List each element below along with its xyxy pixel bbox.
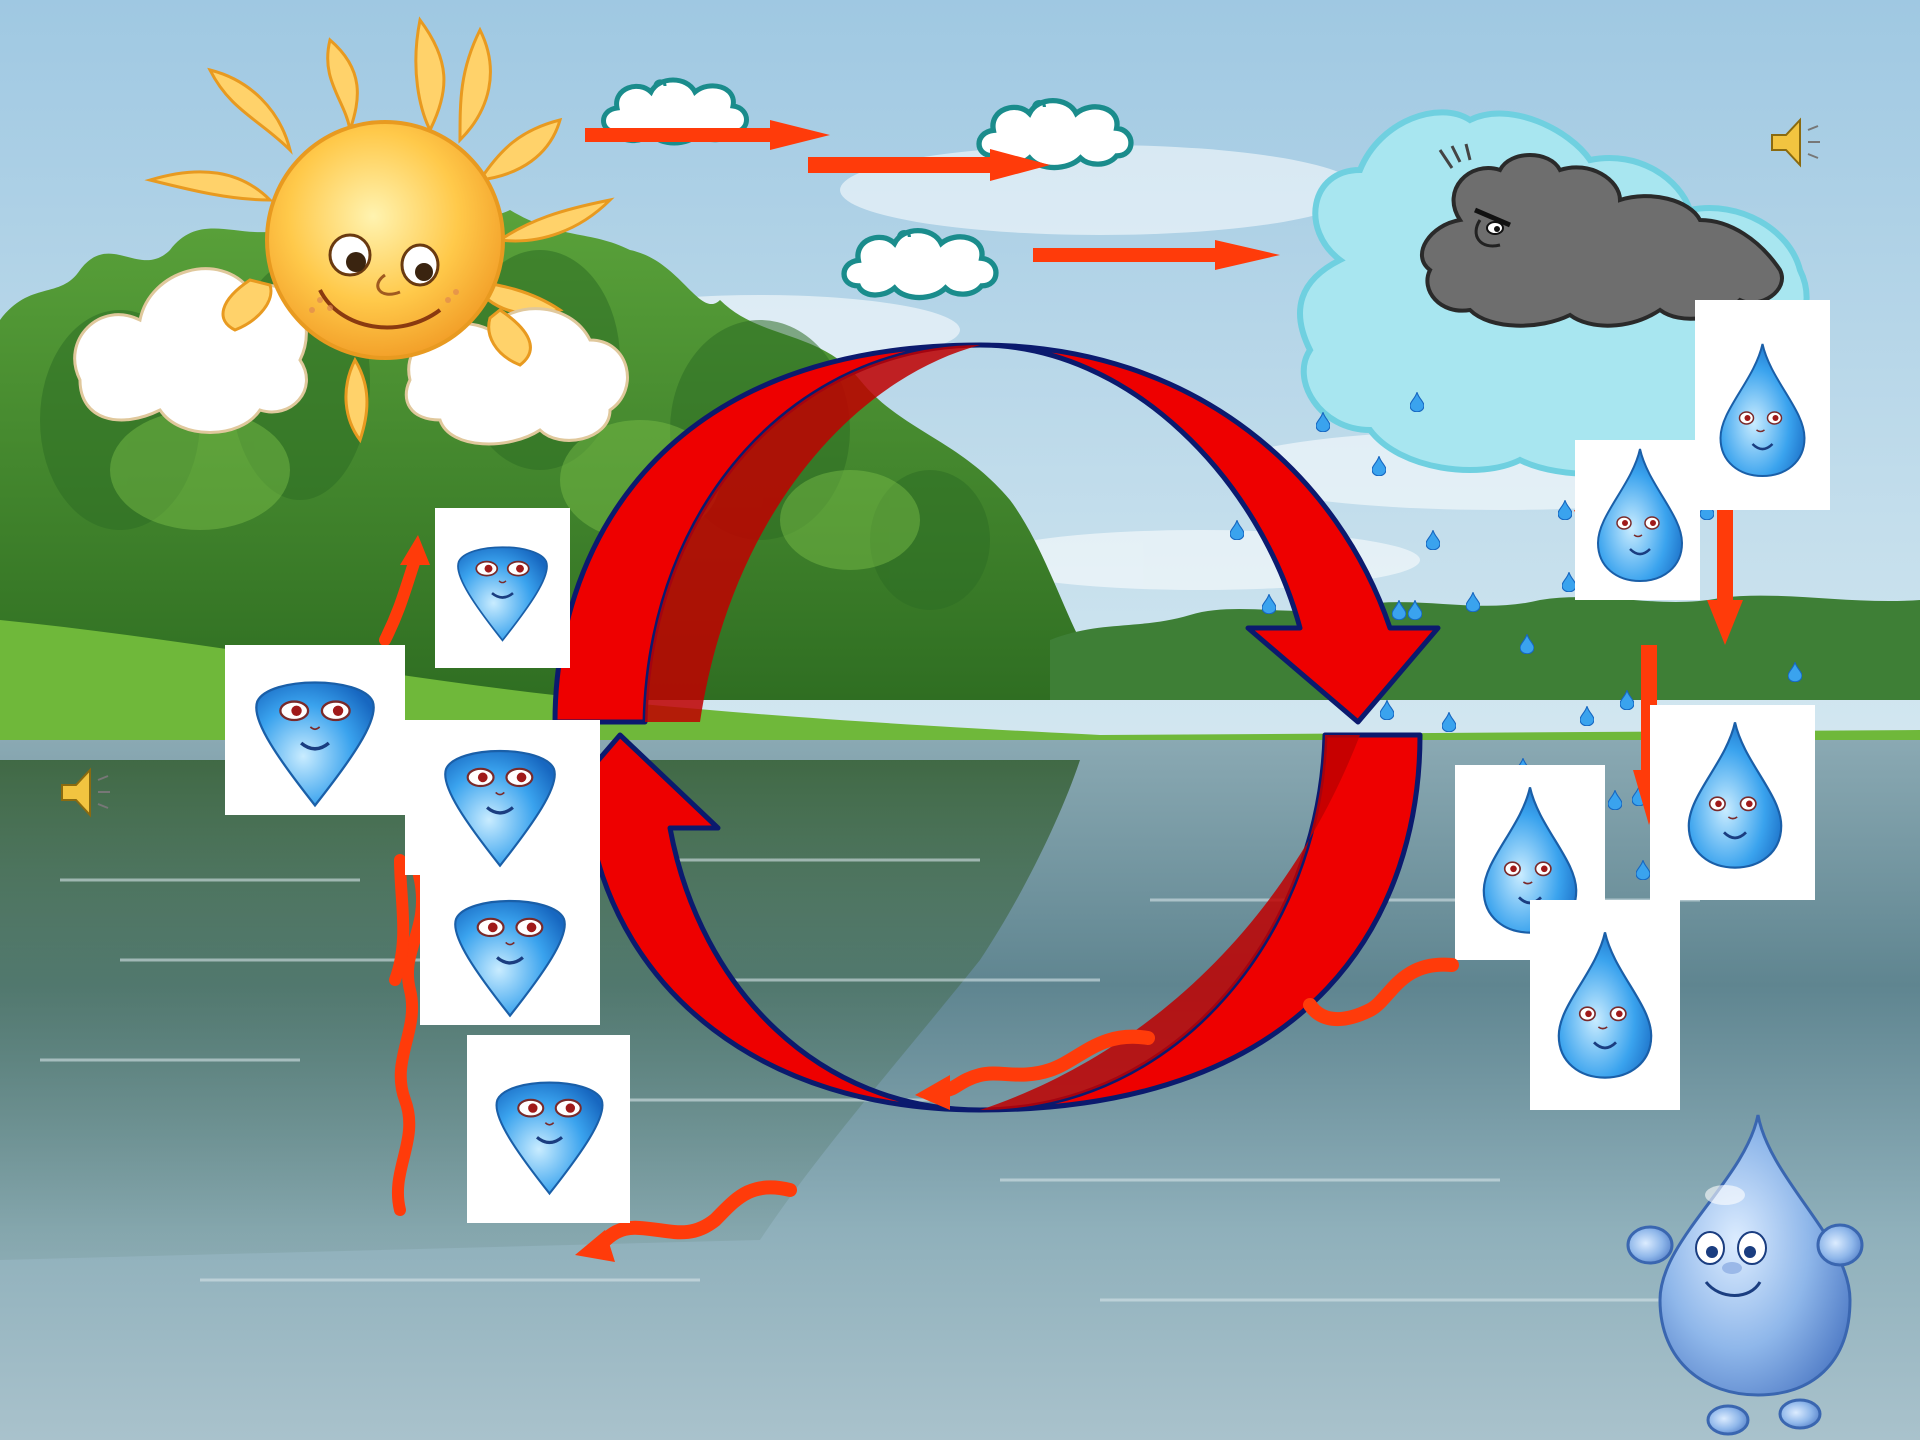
sun-face — [267, 122, 503, 358]
cloud-icon-3 — [844, 231, 996, 298]
